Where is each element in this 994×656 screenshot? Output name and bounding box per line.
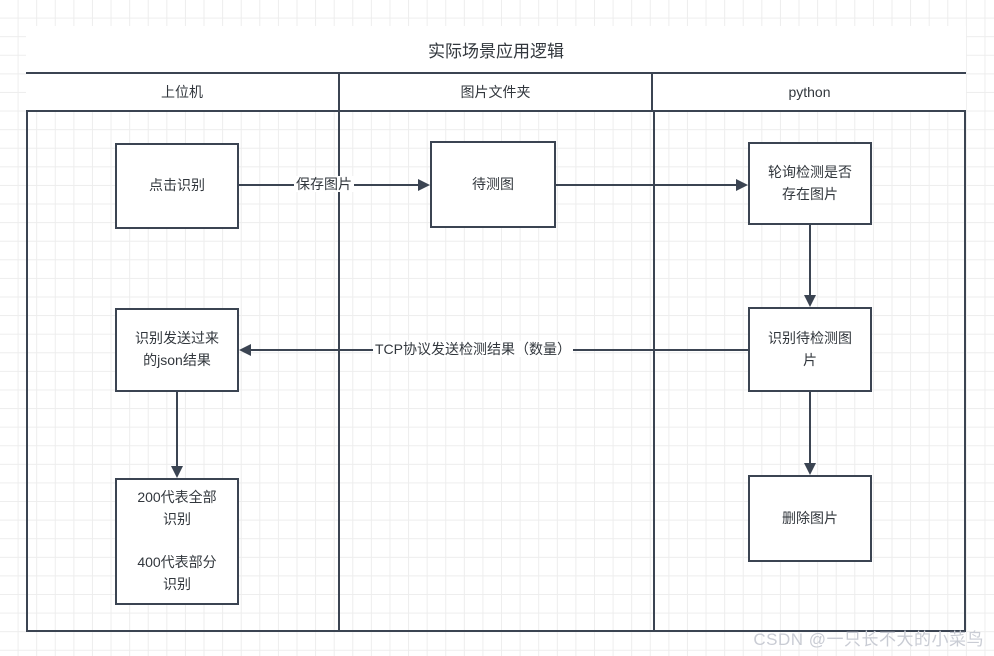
- lane-header-upper-machine: 上位机: [161, 84, 203, 100]
- edge-json-to-codes-line: [176, 392, 178, 466]
- edge-tcp-result-arrowhead: [239, 344, 251, 356]
- lane-divider-1: [338, 112, 340, 632]
- edge-poll-line: [556, 184, 736, 186]
- node-poll-exists[interactable]: 轮询检测是否 存在图片: [748, 142, 872, 225]
- lane-divider-2: [653, 112, 655, 632]
- edge-poll-arrowhead: [736, 179, 748, 191]
- node-image-to-test[interactable]: 待测图: [430, 141, 556, 228]
- node-json-result[interactable]: 识别发送过来 的json结果: [115, 308, 239, 392]
- lane-header-image-folder: 图片文件夹: [338, 74, 653, 110]
- edge-save-image-arrowhead: [418, 179, 430, 191]
- node-delete-image[interactable]: 删除图片: [748, 475, 872, 562]
- node-click-recognize[interactable]: 点击识别: [115, 143, 239, 229]
- edge-poll-to-detect-line: [809, 225, 811, 295]
- edge-label-tcp-result: TCP协议发送检测结果（数量）: [373, 341, 573, 357]
- lane-header-python: python: [788, 84, 831, 100]
- edge-label-save-image: 保存图片: [294, 176, 354, 192]
- edge-poll-to-detect-arrowhead: [804, 295, 816, 307]
- watermark: CSDN @一只长不大的小菜鸟: [753, 630, 984, 649]
- lane-header-row: 上位机 图片文件夹 python: [26, 74, 966, 112]
- diagram-title: 实际场景应用逻辑: [26, 26, 966, 74]
- edge-detect-to-delete-line: [809, 392, 811, 463]
- edge-detect-to-delete-arrowhead: [804, 463, 816, 475]
- node-detect-image[interactable]: 识别待检测图 片: [748, 307, 872, 392]
- edge-json-to-codes-arrowhead: [171, 466, 183, 478]
- node-status-codes[interactable]: 200代表全部 识别 400代表部分 识别: [115, 478, 239, 605]
